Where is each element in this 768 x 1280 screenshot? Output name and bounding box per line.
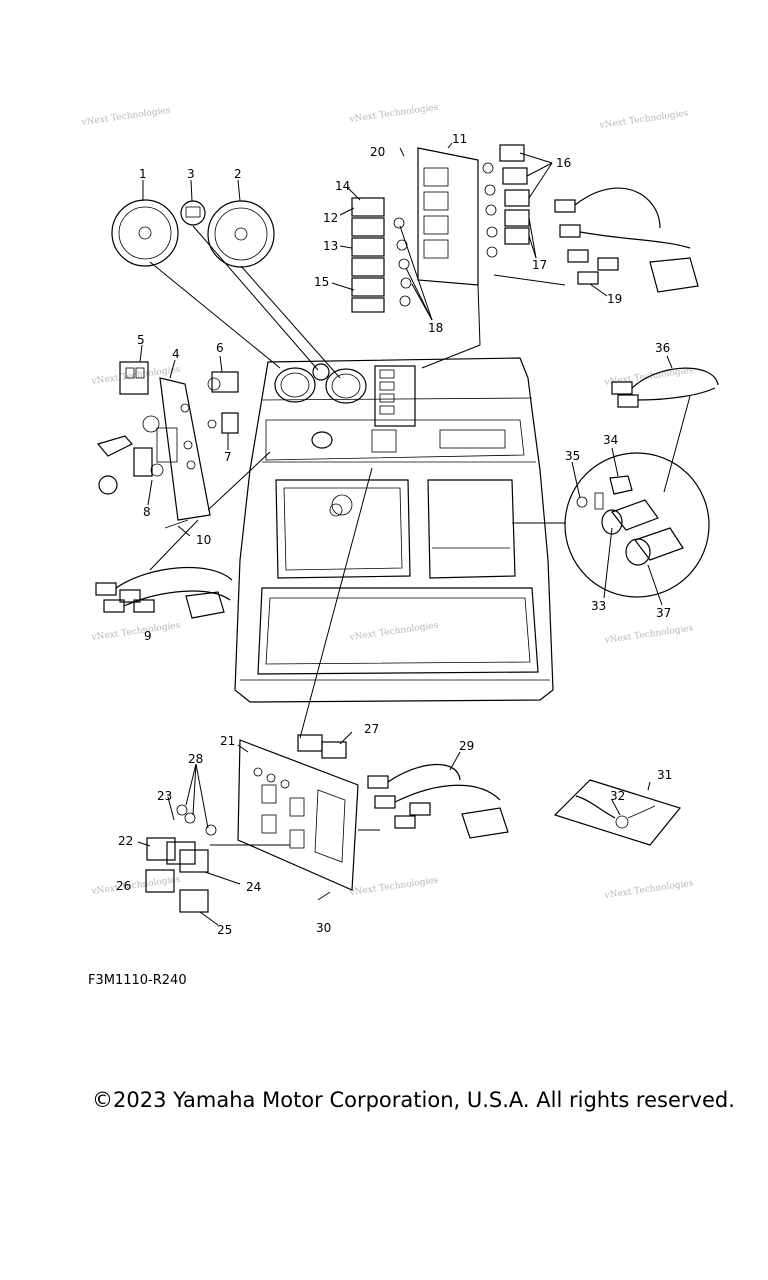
wire-harness-19: [554, 187, 699, 293]
watermark: vNext Technologies: [348, 621, 439, 644]
part-label-27: 27: [364, 722, 379, 736]
part-label-23: 23: [157, 789, 172, 803]
leader-lines: [137, 142, 673, 926]
part-label-21: 21: [220, 734, 235, 748]
part-label-11: 11: [452, 132, 467, 146]
part-label-9: 9: [144, 629, 152, 643]
part-label-5: 5: [137, 333, 145, 347]
toggle-switch: [207, 371, 239, 393]
part-label-22: 22: [118, 834, 133, 848]
part-label-14: 14: [335, 179, 350, 193]
watermark: vNext Technologies: [348, 103, 439, 126]
part-label-6: 6: [216, 341, 224, 355]
part-label-35: 35: [565, 449, 580, 463]
part-label-30: 30: [316, 921, 331, 935]
part-label-29: 29: [459, 739, 474, 753]
part-label-34: 34: [603, 433, 618, 447]
part-labels: 1 2 3 4 5 6 7 8 9 10 11 12 13 14 15 16 1…: [116, 132, 672, 937]
wire-harness-9: [95, 566, 233, 619]
part-label-20: 20: [370, 145, 385, 159]
watermark: vNext Technologies: [598, 109, 689, 132]
part-label-1: 1: [139, 167, 147, 181]
ignition-plate: [156, 377, 211, 521]
rocker-switches-stack: [351, 197, 385, 313]
switch-panel-plate: [417, 147, 479, 286]
lower-rocker-switches: [145, 837, 209, 913]
watermark: vNext Technologies: [80, 106, 171, 129]
part-label-13: 13: [323, 239, 338, 253]
part-label-15: 15: [314, 275, 329, 289]
switch-nuts: [393, 217, 412, 307]
part-label-18: 18: [428, 321, 443, 335]
lower-connectors: [297, 734, 347, 759]
part-label-8: 8: [143, 505, 151, 519]
part-label-28: 28: [188, 752, 203, 766]
screw-30: [317, 891, 331, 901]
watermark: vNext Technologies: [90, 621, 181, 644]
dashboard-panel: [234, 357, 554, 703]
main-switch: [119, 361, 149, 395]
part-label-31: 31: [657, 768, 672, 782]
part-label-26: 26: [116, 879, 131, 893]
lower-switch-nuts: [176, 804, 217, 836]
watermarks: vNext Technologies vNext Technologies vN…: [80, 103, 694, 902]
watermark: vNext Technologies: [348, 876, 439, 899]
part-label-16: 16: [556, 156, 571, 170]
part-label-37: 37: [656, 606, 671, 620]
part-label-32: 32: [610, 789, 625, 803]
wire-harness-36: [611, 367, 719, 408]
wire-harness-29: [367, 763, 509, 839]
part-label-10: 10: [196, 533, 211, 547]
lower-switch-plate: [237, 739, 359, 891]
watermark: vNext Technologies: [90, 875, 181, 898]
screw-10: [164, 519, 189, 529]
part-label-19: 19: [607, 292, 622, 306]
diagram-code: F3M1110-R240: [88, 973, 187, 988]
part-label-7: 7: [224, 450, 232, 464]
outlet-detail: [564, 452, 710, 598]
part-label-4: 4: [172, 347, 180, 361]
ignition-wire-detail: [553, 779, 682, 846]
watermark: vNext Technologies: [603, 879, 694, 902]
part-label-2: 2: [234, 167, 242, 181]
meter-display: [180, 200, 206, 226]
copyright-notice: ©2023 Yamaha Motor Corporation, U.S.A. A…: [92, 1088, 735, 1112]
rocker-switch-left: [133, 447, 164, 477]
part-label-36: 36: [655, 341, 670, 355]
part-label-12: 12: [323, 211, 338, 225]
part-label-33: 33: [591, 599, 606, 613]
watermark: vNext Technologies: [603, 624, 694, 647]
tachometer-gauge: [111, 199, 179, 267]
part-label-3: 3: [187, 167, 195, 181]
switch-connectors: [499, 144, 530, 245]
part-label-25: 25: [217, 923, 232, 937]
part-label-24: 24: [246, 880, 261, 894]
small-switch: [207, 412, 239, 434]
key: [96, 415, 160, 495]
part-label-17: 17: [532, 258, 547, 272]
switch-bezels: [482, 162, 498, 258]
speedometer-gauge: [207, 200, 275, 268]
